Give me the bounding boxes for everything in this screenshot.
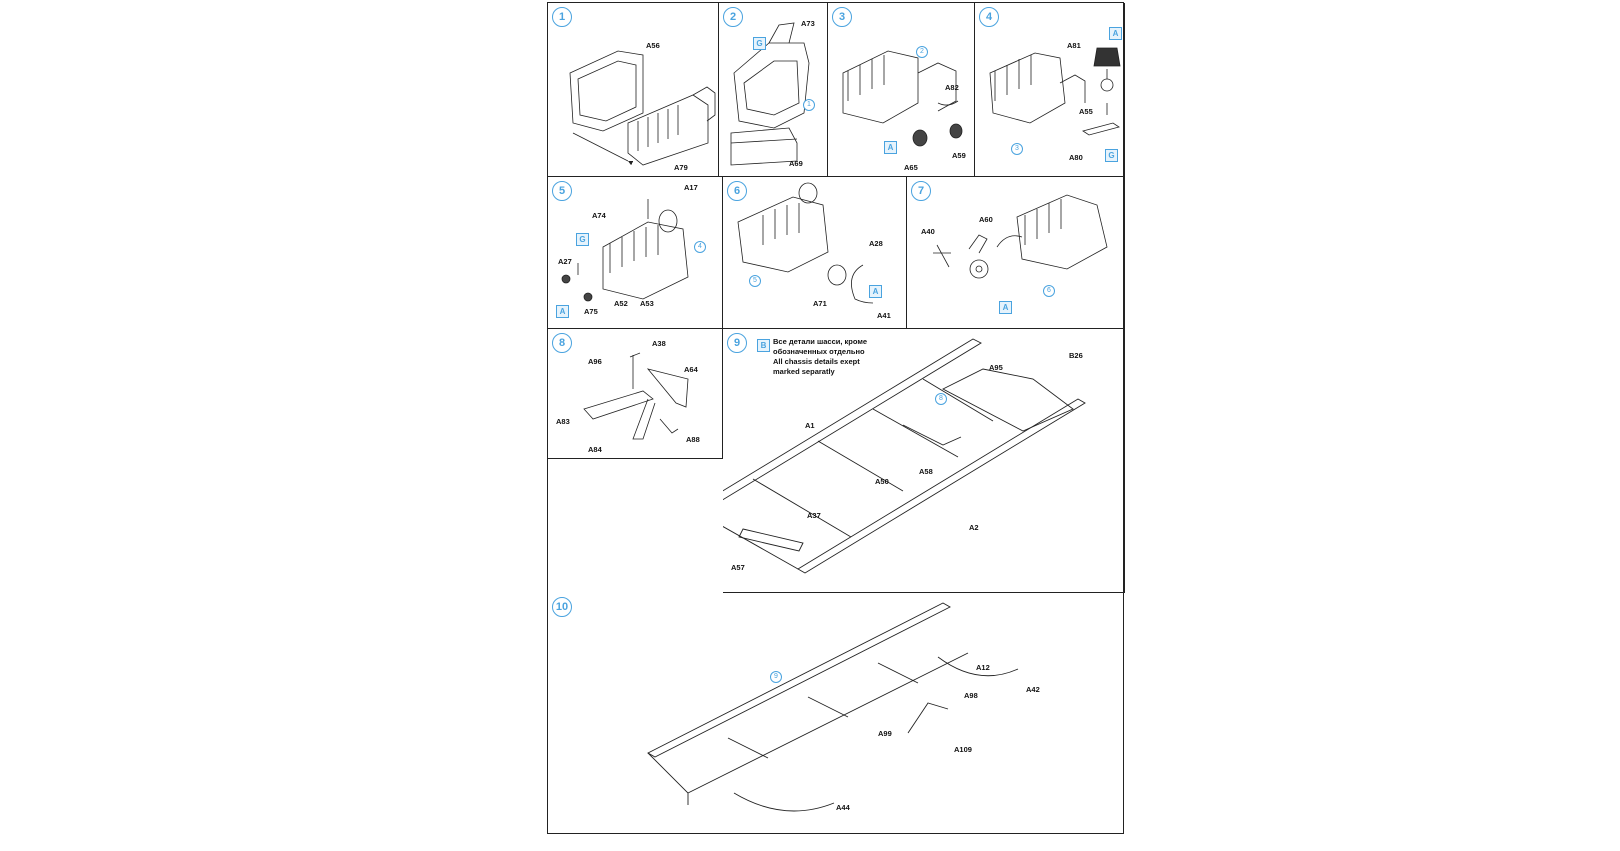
- part-label: A79: [674, 163, 688, 172]
- part-label: A95: [989, 363, 1003, 372]
- part-label: A96: [588, 357, 602, 366]
- step-number: 1: [552, 7, 572, 27]
- part-label: A109: [954, 745, 972, 754]
- step-ref: 9: [770, 671, 782, 683]
- part-label: A27: [558, 257, 572, 266]
- step-4-illustration: [989, 47, 1121, 136]
- step-number: 4: [979, 7, 999, 27]
- note-line: Все детали шасси, кроме: [773, 337, 868, 346]
- part-label: A65: [904, 163, 918, 172]
- tag-badge: A: [556, 305, 569, 318]
- step-7-illustration: [933, 194, 1108, 279]
- part-label: A60: [979, 215, 993, 224]
- part-label: A17: [684, 183, 698, 192]
- tag-badge: G: [576, 233, 589, 246]
- part-label: B26: [1069, 351, 1083, 360]
- step-number: 10: [552, 597, 572, 617]
- step-number: 8: [552, 333, 572, 353]
- part-label: A53: [640, 299, 654, 308]
- part-label: A84: [588, 445, 602, 454]
- part-label: A69: [789, 159, 803, 168]
- part-label: A28: [869, 239, 883, 248]
- part-label: A55: [1079, 107, 1093, 116]
- step-5-illustration: [561, 199, 689, 302]
- part-label: A41: [877, 311, 891, 320]
- part-label: A64: [684, 365, 698, 374]
- part-label: A1: [805, 421, 815, 430]
- tag-badge: G: [753, 37, 766, 50]
- tag-badge: A: [999, 301, 1012, 314]
- part-label: A2: [969, 523, 979, 532]
- step-9-illustration: [723, 338, 1086, 574]
- part-label: A38: [652, 339, 666, 348]
- step-2-panel: 2 A73 A69 1 G: [719, 3, 828, 177]
- part-label: A12: [976, 663, 990, 672]
- part-label: A71: [813, 299, 827, 308]
- step-number: 5: [552, 181, 572, 201]
- step-1-panel: 1 A56 A79: [548, 3, 719, 177]
- step-number: 3: [832, 7, 852, 27]
- tag-badge: B: [757, 339, 770, 352]
- part-label: A98: [964, 691, 978, 700]
- part-label: A42: [1026, 685, 1040, 694]
- step-8-panel: 8 A38 A96 A64 A83 A84 A88: [548, 329, 723, 459]
- part-label: A82: [945, 83, 959, 92]
- note-line: обозначенных отдельно: [773, 347, 865, 356]
- tag-badge: A: [884, 141, 897, 154]
- step-6-panel: 6 A28 A71 A41 5 A: [723, 177, 907, 329]
- part-label: A74: [592, 211, 606, 220]
- step-4-panel: 4 A81 A55 A80 3 A G: [975, 3, 1125, 177]
- step-ref: 6: [1043, 285, 1055, 297]
- part-label: A83: [556, 417, 570, 426]
- step-ref: 3: [1011, 143, 1023, 155]
- part-label: A81: [1067, 41, 1081, 50]
- step-number: 9: [727, 333, 747, 353]
- instruction-sheet: 1 A56 A79 2 A73 A69 1 G: [547, 2, 1125, 834]
- part-label: A59: [952, 151, 966, 160]
- part-label: A56: [646, 41, 660, 50]
- part-label: A88: [686, 435, 700, 444]
- step-ref: 2: [916, 46, 928, 58]
- note-line: All chassis details exept: [773, 357, 860, 366]
- step-number: 7: [911, 181, 931, 201]
- part-label: A99: [878, 729, 892, 738]
- step-1-illustration: [569, 50, 716, 166]
- step-ref: 8: [935, 393, 947, 405]
- step-ref: 1: [803, 99, 815, 111]
- step-8-illustration: [583, 352, 689, 440]
- part-label: A37: [807, 511, 821, 520]
- part-label: A57: [731, 563, 745, 572]
- step-9-panel: 9 B Все детали шасси, кроме обозначенных…: [723, 329, 1125, 593]
- part-label: A40: [921, 227, 935, 236]
- step-10-illustration: [647, 602, 1019, 812]
- part-label: A73: [801, 19, 815, 28]
- tag-badge: A: [1109, 27, 1122, 40]
- tag-badge: A: [869, 285, 882, 298]
- part-label: A44: [836, 803, 850, 812]
- part-label: A52: [614, 299, 628, 308]
- part-label: A50: [875, 477, 889, 486]
- step-ref: 5: [749, 275, 761, 287]
- step-5-panel: 5 A17 A74 A27 A75 A52 A53 4 G A: [548, 177, 723, 329]
- note-line: marked separatly: [773, 367, 835, 376]
- step-ref: 4: [694, 241, 706, 253]
- part-label: A58: [919, 467, 933, 476]
- step-3-panel: 3 A82 A65 A59 2 A: [828, 3, 975, 177]
- part-label: A80: [1069, 153, 1083, 162]
- tag-badge: G: [1105, 149, 1118, 162]
- part-label: A75: [584, 307, 598, 316]
- step-3-illustration: [842, 50, 963, 147]
- step-7-panel: 7 A40 A60 6 A: [907, 177, 1125, 329]
- step-number: 6: [727, 181, 747, 201]
- step-10-panel: 10 A12 A42 A98 A99 A109 A44 9: [548, 593, 1125, 833]
- step-2-illustration: [730, 22, 810, 166]
- step-6-illustration: [737, 182, 874, 304]
- step-number: 2: [723, 7, 743, 27]
